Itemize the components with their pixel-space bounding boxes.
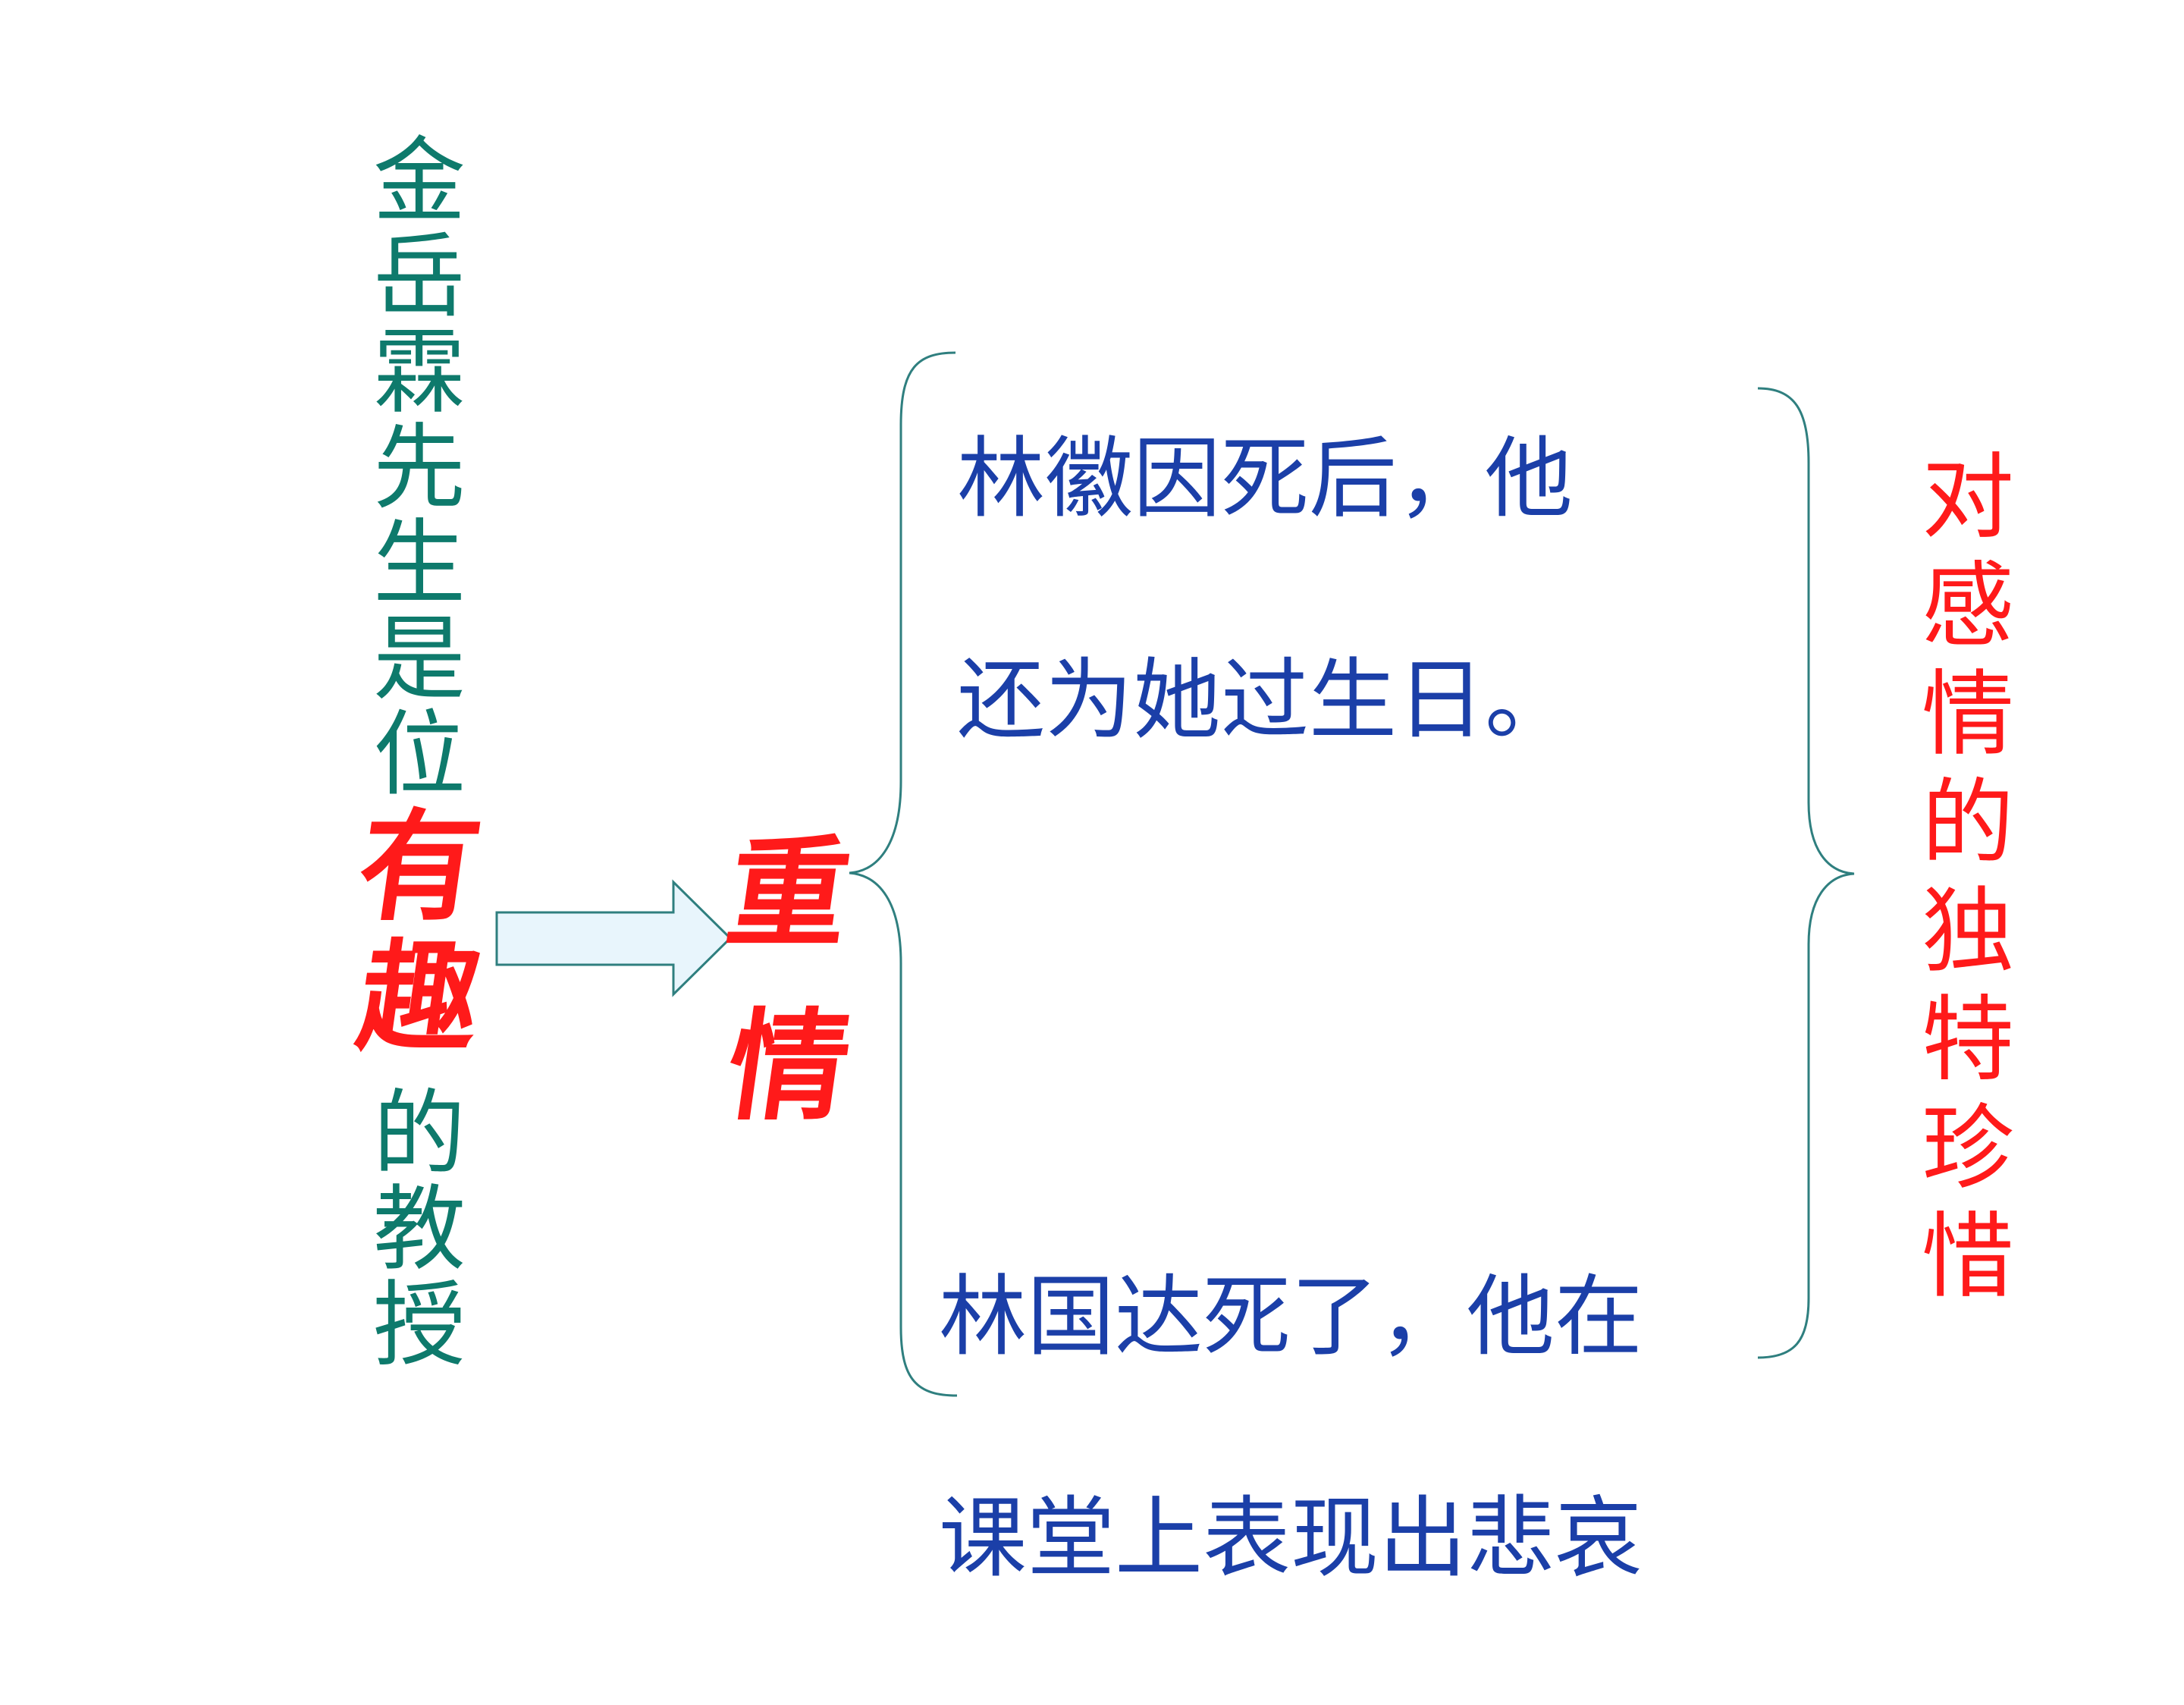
title-char: 霖 xyxy=(373,319,466,426)
right-vertical-conclusion: 对 感 情 的 独 特 珍 惜 xyxy=(1911,444,2025,1311)
title-char: 教 xyxy=(373,1176,466,1283)
left-curly-brace xyxy=(849,351,958,1397)
conclusion-char: 独 xyxy=(1922,878,2014,985)
right-curly-brace xyxy=(1757,387,1855,1359)
conclusion-char: 惜 xyxy=(1922,1203,2014,1311)
title-char: 授 xyxy=(373,1271,466,1379)
conclusion-char: 珍 xyxy=(1922,1094,2014,1202)
diagram-connectors xyxy=(495,351,1855,1397)
key-term-char: 情 xyxy=(719,997,859,1137)
conclusion-char: 感 xyxy=(1922,552,2014,660)
title-char: 位 xyxy=(373,701,466,809)
title-char: 金 xyxy=(373,127,466,235)
example-line: 林徽因死后，他 xyxy=(957,428,1573,530)
title-char: 岳 xyxy=(373,223,466,331)
right-arrow-icon xyxy=(495,879,733,997)
title-emphasis-char: 有 xyxy=(350,797,490,937)
example-line: 林国达死了，他在 xyxy=(939,1266,1643,1368)
conclusion-char: 特 xyxy=(1922,986,2014,1094)
conclusion-char: 对 xyxy=(1922,444,2014,551)
title-emphasis-char: 趣 xyxy=(350,928,490,1068)
example-text-1: 林徽因死后，他 还为她过生日。 xyxy=(957,313,1700,867)
slide: 金 岳 霖 先 生 是 位 有 趣 的 教 授 重 情 林徽因死后，他 还为她过… xyxy=(350,127,2025,1590)
title-char: 先 xyxy=(373,414,466,522)
title-char: 生 xyxy=(373,510,466,617)
example-line: 还为她过生日。 xyxy=(957,649,1573,752)
conclusion-char: 的 xyxy=(1922,769,2014,877)
middle-key-term: 重 情 xyxy=(719,823,859,1138)
title-char: 的 xyxy=(373,1080,466,1188)
conclusion-char: 情 xyxy=(1922,661,2014,768)
example-line: 课堂上表现出悲哀 xyxy=(939,1487,1643,1590)
example-text-2: 林国达死了，他在 课堂上表现出悲哀 xyxy=(939,1151,1758,1705)
left-vertical-title: 金 岳 霖 先 生 是 位 有 趣 的 教 授 xyxy=(350,127,489,1379)
title-char: 是 xyxy=(373,605,466,713)
key-term-char: 重 xyxy=(719,824,859,964)
